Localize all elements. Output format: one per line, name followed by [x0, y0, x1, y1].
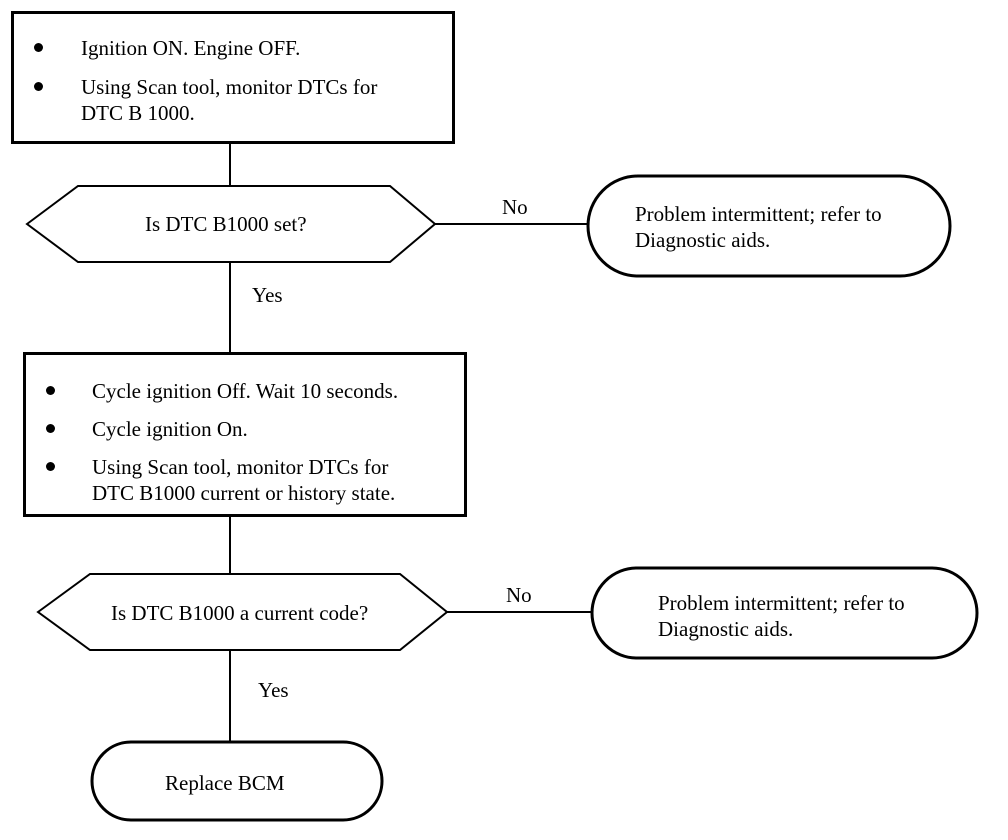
terminal-text-line: Problem intermittent; refer to	[658, 591, 905, 615]
bullet-icon	[34, 82, 43, 91]
bullet-icon	[46, 424, 55, 433]
terminal-shape-1	[586, 174, 952, 278]
terminal-text-line: Problem intermittent; refer to	[635, 202, 882, 226]
process-step-text-continued: DTC B 1000.	[81, 101, 195, 125]
decision-question-1: Is DTC B1000 set?	[145, 212, 307, 236]
terminal-text-3: Replace BCM	[165, 771, 285, 795]
process-step-text: Cycle ignition On.	[92, 417, 248, 441]
decision-shape-2	[36, 573, 449, 651]
process-step-text-continued: DTC B1000 current or history state.	[92, 481, 396, 505]
decision-1-yes-label: Yes	[252, 283, 283, 307]
decision-2-yes-label: Yes	[258, 678, 289, 702]
terminal-shape-2	[590, 566, 979, 660]
decision-1-no-label: No	[502, 195, 528, 219]
terminal-text-2: Problem intermittent; refer to Diagnosti…	[658, 590, 905, 642]
decision-question-2: Is DTC B1000 a current code?	[111, 601, 369, 625]
process-box-1: Ignition ON. Engine OFF. Using Scan tool…	[11, 11, 455, 144]
process-box-2: Cycle ignition Off. Wait 10 seconds. Cyc…	[23, 352, 467, 517]
process-step-text: Cycle ignition Off. Wait 10 seconds.	[92, 379, 399, 403]
terminal-text-line: Diagnostic aids.	[635, 228, 771, 252]
decision-2-no-label: No	[506, 583, 532, 607]
terminal-text-1: Problem intermittent; refer to Diagnosti…	[635, 201, 882, 253]
process-step-text: Using Scan tool, monitor DTCs for	[92, 455, 389, 479]
bullet-icon	[46, 462, 55, 471]
bullet-icon	[34, 43, 43, 52]
terminal-text-line: Diagnostic aids.	[658, 617, 794, 641]
process-step-text: Ignition ON. Engine OFF.	[81, 36, 301, 60]
process-step-text: Using Scan tool, monitor DTCs for	[81, 75, 378, 99]
decision-shape-1	[25, 185, 437, 263]
terminal-shape-3	[90, 740, 384, 822]
bullet-icon	[46, 386, 55, 395]
